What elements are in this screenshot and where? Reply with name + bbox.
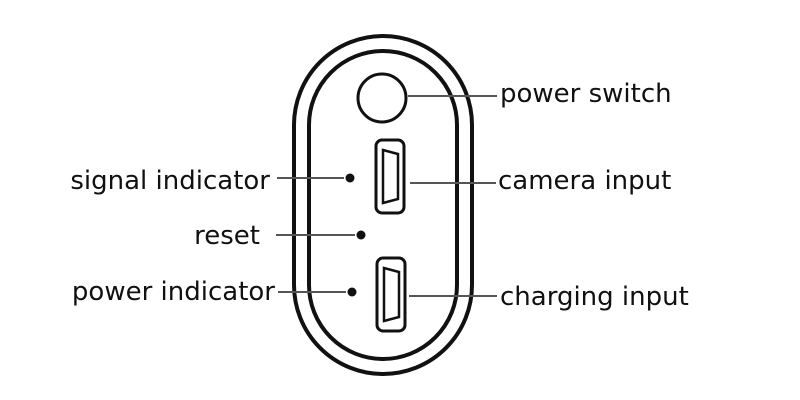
reset-dot — [356, 230, 366, 240]
power-switch-label: power switch — [500, 79, 672, 109]
charging-input-port — [375, 256, 407, 333]
camera-input-label: camera input — [498, 166, 671, 196]
signal-indicator-label: signal indicator — [70, 166, 270, 196]
reset-label: reset — [194, 221, 260, 251]
power-indicator-label: power indicator — [72, 277, 275, 307]
signal-indicator-dot — [345, 173, 355, 183]
power-switch-button — [356, 72, 408, 124]
device-inner-shell — [307, 49, 459, 361]
charging-input-label: charging input — [500, 282, 689, 312]
camera-input-port — [374, 138, 406, 215]
device-outer-shell — [292, 34, 474, 376]
power-indicator-dot — [347, 287, 357, 297]
